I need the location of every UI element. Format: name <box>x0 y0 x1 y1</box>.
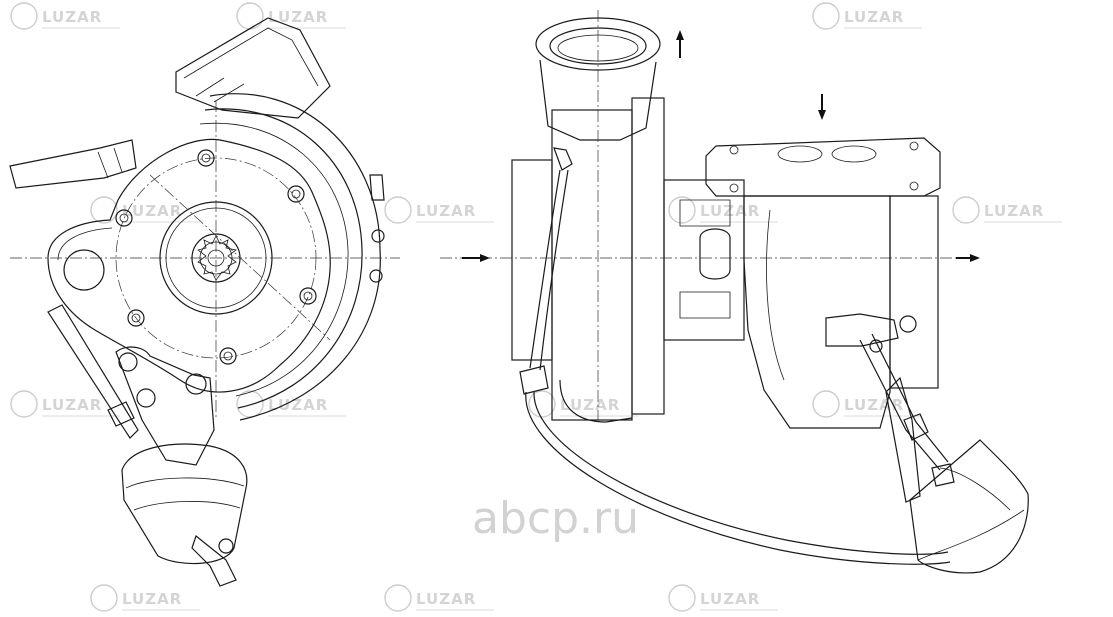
luzar-logo-icon <box>10 390 38 418</box>
luzar-logo-icon <box>668 584 696 612</box>
flow-arrows <box>462 30 980 262</box>
luzar-watermark: LUZAR <box>384 196 494 224</box>
turbo-side-view <box>440 10 1029 574</box>
wastegate-actuator-right <box>909 439 1029 574</box>
luzar-watermark-text: LUZAR <box>984 202 1044 220</box>
luzar-watermark-text: LUZAR <box>416 202 476 220</box>
luzar-watermark: LUZAR <box>668 584 778 612</box>
arrow-right-icon <box>480 254 490 262</box>
site-watermark: аbср.ru <box>472 493 639 544</box>
luzar-watermark-text: LUZAR <box>42 8 102 26</box>
luzar-watermark-text: LUZAR <box>844 8 904 26</box>
turbo-front-view <box>9 17 400 587</box>
luzar-watermark-text: LUZAR <box>844 396 904 414</box>
luzar-watermark-text: LUZAR <box>122 590 182 608</box>
luzar-logo-icon <box>90 584 118 612</box>
luzar-logo-icon <box>384 196 412 224</box>
luzar-watermark: LUZAR <box>812 2 922 30</box>
luzar-watermark-text: LUZAR <box>268 396 328 414</box>
luzar-watermark-text: LUZAR <box>700 590 760 608</box>
luzar-watermark: LUZAR <box>528 390 638 418</box>
luzar-watermark: LUZAR <box>236 2 346 30</box>
luzar-watermark: LUZAR <box>90 584 200 612</box>
luzar-watermark: LUZAR <box>384 584 494 612</box>
luzar-logo-icon <box>528 390 556 418</box>
luzar-logo-icon <box>668 196 696 224</box>
luzar-watermark: LUZAR <box>668 196 778 224</box>
luzar-logo-icon <box>384 584 412 612</box>
luzar-watermark: LUZAR <box>812 390 922 418</box>
luzar-logo-icon <box>952 196 980 224</box>
wastegate-actuator-left <box>121 443 248 587</box>
luzar-logo-icon <box>236 2 264 30</box>
luzar-watermark: LUZAR <box>10 390 120 418</box>
arrow-down-icon <box>818 110 826 120</box>
luzar-watermark-text: LUZAR <box>416 590 476 608</box>
flange-bolts <box>115 149 317 365</box>
luzar-watermark: LUZAR <box>90 196 200 224</box>
luzar-watermark: LUZAR <box>10 2 120 30</box>
luzar-watermark-text: LUZAR <box>122 202 182 220</box>
luzar-watermark-text: LUZAR <box>560 396 620 414</box>
luzar-logo-icon <box>90 196 118 224</box>
arrow-right-icon <box>970 254 980 262</box>
luzar-logo-icon <box>10 2 38 30</box>
site-watermark-text: аbср.ru <box>472 493 639 544</box>
luzar-watermark-text: LUZAR <box>268 8 328 26</box>
luzar-watermark-text: LUZAR <box>42 396 102 414</box>
luzar-watermark: LUZAR <box>952 196 1062 224</box>
luzar-logo-icon <box>812 390 840 418</box>
arrow-up-icon <box>676 30 684 40</box>
luzar-logo-icon <box>812 2 840 30</box>
